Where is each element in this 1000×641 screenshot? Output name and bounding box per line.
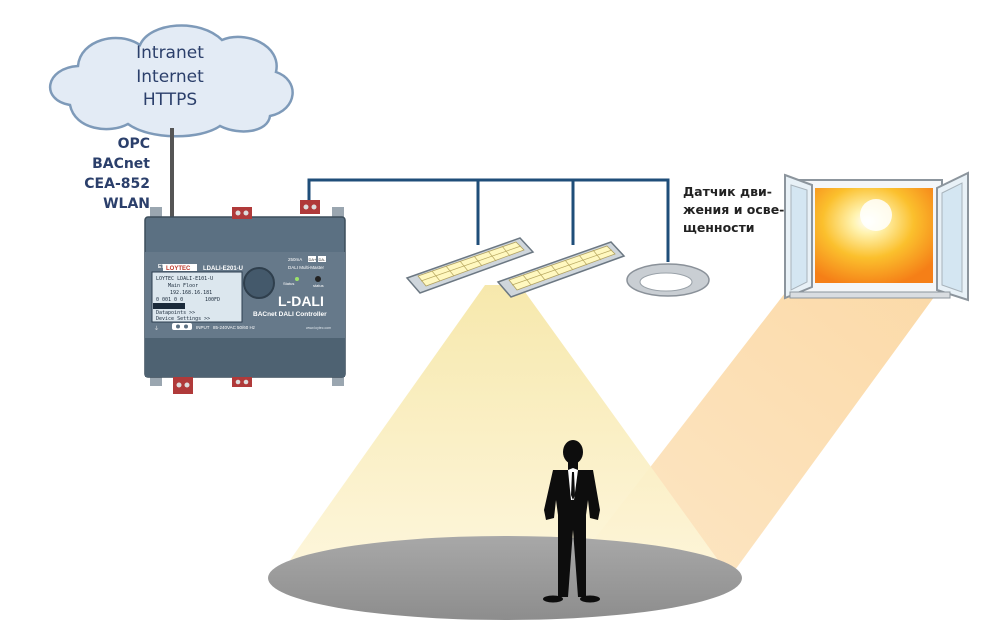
voltage-label: 85-240VAC [213,325,237,330]
ceiling-light-1 [405,237,535,294]
dali-multimaster-label: DALI Multi-Master [288,265,325,270]
input-label: INPUT [196,325,210,330]
ldali-controller: ETHERNET LOYTEC LDALI-E101-U Main Floor … [144,200,346,394]
protocol-list: OPC BACnet CEA-852 WLAN [84,136,150,212]
dali-bus-cable [307,178,670,262]
website-label: www.loytec.com [306,326,331,330]
lcd-line-2: Main Floor [168,283,198,289]
lcd-line-5: Datapoints >> [156,310,195,316]
status-led-right [315,276,321,282]
lamp-light-beam [290,285,718,560]
terminal-label-da-plus: DA+ [309,257,318,262]
status-led [295,277,299,281]
cloud-line-https: HTTPS [143,90,197,110]
controller-subtitle: BACnet DALI Controller [253,311,327,318]
ceiling-light-2 [496,241,626,298]
protocol-opc: OPC [118,136,150,152]
protocol-cea852: CEA-852 [84,176,150,192]
terminal-top-right [300,200,320,214]
sensor-label-line-2: жения и осве- [683,202,784,217]
lcd-line-4: 0 001 0 0 [156,297,183,303]
status-label: Status [283,281,294,286]
sensor-label-line-3: щенности [683,220,755,235]
window-with-sunlight [784,171,969,302]
terminal-bottom-left [173,377,193,394]
lcd-screen: LOYTEC LDALI-E101-U Main Floor 192.168.1… [151,271,243,323]
cloud-line-intranet: Intranet [136,43,204,63]
brand-logo-text: LOYTEC [166,266,191,272]
protocol-bacnet: BACnet [92,156,150,172]
jog-dial [243,267,275,299]
cloud-line-internet: Internet [136,67,204,87]
terminal-label-da-minus: DA- [319,257,327,262]
terminal-bottom-right [232,377,252,387]
sensor-label: Датчик дви- жения и осве- щенности [683,184,784,235]
person-silhouette [543,440,600,603]
current-label: 250mA [288,257,302,262]
sun-icon [860,199,892,231]
lcd-line-1: LOYTEC LDALI-E101-U [156,276,213,282]
lcd-line-6: Device Settings >> [156,316,210,322]
earth-label: ⏚ [154,325,159,332]
floor-area [268,536,742,620]
lcd-code: 100FD [205,297,220,303]
lcd-line-3: 192.168.16.181 [170,290,212,296]
model-label: LDALI-E201-U [203,266,243,272]
sensor-label-line-1: Датчик дви- [683,184,772,199]
brand-name: L-DALI [278,293,324,309]
protocol-wlan: WLAN [103,196,150,212]
terminal-top-left [232,207,252,219]
frequency-label: 50/60 Hz [237,325,256,330]
network-cloud: Intranet Internet HTTPS [49,24,294,138]
motion-light-sensor [626,263,710,297]
status-label-right: status [313,283,324,288]
